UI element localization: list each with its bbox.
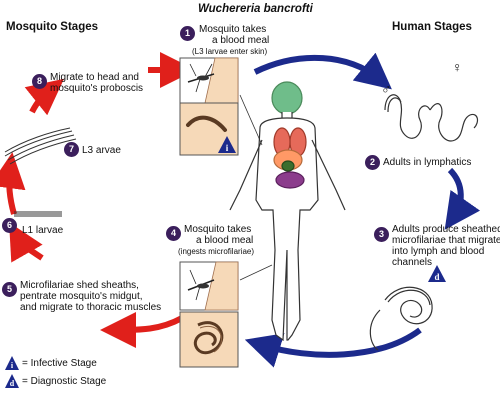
arrow-to-adults <box>253 52 392 90</box>
mosquito-bite-inset-top <box>179 57 239 104</box>
step-4-text2: a blood meal <box>196 235 254 246</box>
step-2-text: Adults in lymphatics <box>383 157 472 168</box>
step-1-text2: a blood meal <box>212 35 270 46</box>
step-7-badge: 7 <box>64 142 79 157</box>
step-2-badge: 2 <box>365 155 380 170</box>
male-symbol-icon: ♂ <box>381 81 392 97</box>
step-4-text: Mosquito takes <box>184 224 252 235</box>
step-5-text3: and migrate to thoracic muscles <box>20 302 162 313</box>
svg-text:i: i <box>11 361 14 370</box>
arrow-to-blood-meal <box>244 327 422 368</box>
step-4-badge: 4 <box>166 226 181 241</box>
human-figure <box>229 81 346 342</box>
microfilaria-inset-bottom <box>179 311 239 368</box>
microfilaria-coil <box>369 286 433 351</box>
mosquito-stages-header: Mosquito Stages <box>6 21 99 33</box>
step-5-text: Microfilariae shed sheaths, <box>20 280 139 291</box>
step-3-text4: channels <box>392 257 433 268</box>
step-1-note: (L3 larvae enter skin) <box>192 47 268 56</box>
step-5-text2: pentrate mosquito's midgut, <box>20 291 143 302</box>
step-8-text2: mosquito's proboscis <box>50 83 144 94</box>
mosquito-bite-inset-bottom <box>179 261 239 311</box>
svg-text:d: d <box>434 272 439 282</box>
step-7-text: L3 arvae <box>82 145 121 156</box>
arrow-to-proboscis <box>24 78 65 116</box>
step-3-text3: into lymph and blood <box>392 246 485 257</box>
arrow-to-midgut <box>100 311 184 348</box>
arrow-to-l3 <box>0 152 26 215</box>
step-6-badge: 6 <box>2 218 17 233</box>
svg-text:d: d <box>10 379 15 388</box>
female-symbol-icon: ♀ <box>452 59 463 75</box>
arrow-to-microfilariae <box>444 167 481 230</box>
diagnostic-badge-right: d <box>428 265 446 282</box>
legend-diagnostic-label: = Diagnostic Stage <box>22 376 107 387</box>
legend-diagnostic-icon: d <box>5 374 19 388</box>
step-5-badge: 5 <box>2 282 17 297</box>
diagram-title: Wuchereria bancrofti <box>198 3 313 15</box>
step-3-text: Adults produce sheathed <box>392 224 500 235</box>
pointer-line-top <box>239 94 263 146</box>
adult-worms <box>384 94 479 142</box>
step-3-text2: microfilariae that migrate <box>392 235 500 246</box>
legend-infective-label: = Infective Stage <box>22 358 97 369</box>
step-3-badge: 3 <box>374 227 389 242</box>
step-4-note: (ingests microfilariae) <box>178 247 255 256</box>
pointer-line-bottom <box>239 264 273 281</box>
step-1-badge: 1 <box>180 26 195 41</box>
infective-badge-top: i <box>218 136 236 153</box>
human-stages-header: Human Stages <box>392 21 472 33</box>
arrow-to-l1 <box>9 222 44 263</box>
step-1-text: Mosquito takes <box>199 24 267 35</box>
step-8-badge: 8 <box>32 74 47 89</box>
step-8-text: Migrate to head and <box>50 72 139 83</box>
l3-larvae <box>4 127 77 165</box>
l1-larvae <box>14 211 62 217</box>
legend-infective-icon: i <box>5 356 19 370</box>
step-6-text: L1 larvae <box>22 225 64 236</box>
svg-text:i: i <box>226 143 229 153</box>
